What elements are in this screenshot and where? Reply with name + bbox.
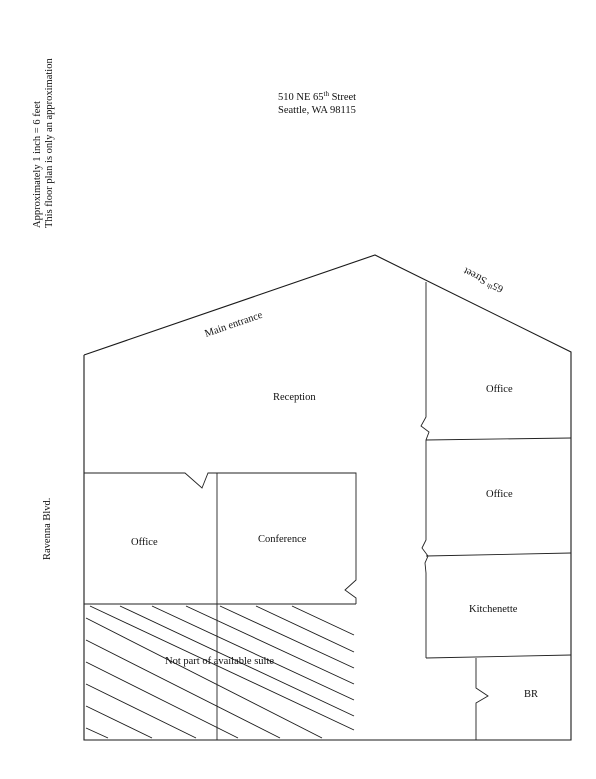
street-label-65th: 65th Street <box>461 265 505 296</box>
label-office-north: Office <box>486 384 513 395</box>
disclaimer-note: This floor plan is only an approximation <box>44 58 55 228</box>
label-reception: Reception <box>273 392 316 403</box>
label-excluded-area: Not part of available suite <box>165 656 274 667</box>
label-kitchenette: Kitchenette <box>469 604 518 615</box>
label-br: BR <box>524 689 538 700</box>
street-label-ravenna: Ravenna Blvd. <box>42 498 53 560</box>
label-office-west: Office <box>131 537 158 548</box>
excluded-area-hatch <box>85 605 355 739</box>
label-office-east: Office <box>486 489 513 500</box>
label-conference: Conference <box>258 534 307 545</box>
address-city: Seattle, WA 98115 <box>278 105 356 116</box>
interior-walls <box>84 282 572 740</box>
address-street: 510 NE 65th Street <box>278 90 356 103</box>
scale-note: Approximately 1 inch = 6 feet <box>32 101 43 228</box>
outer-walls <box>83 254 572 741</box>
label-main-entrance: Main entrance <box>203 310 264 340</box>
